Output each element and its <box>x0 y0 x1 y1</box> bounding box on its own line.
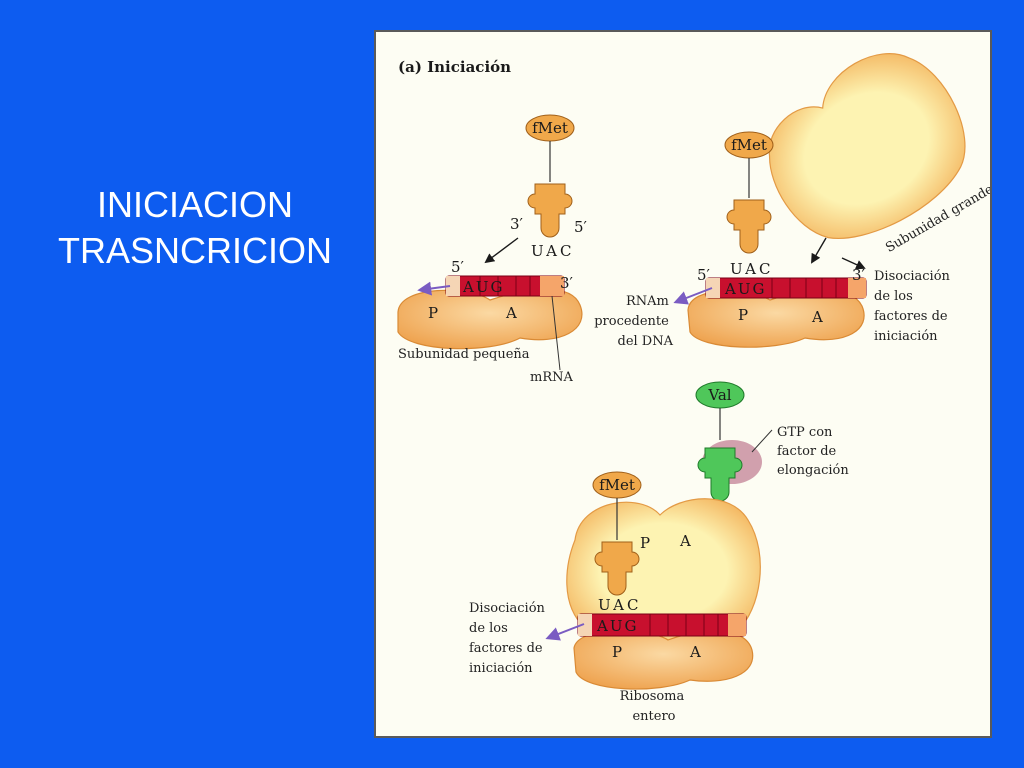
step2-mrna-ticks <box>771 278 837 298</box>
step3-site-a: A <box>689 643 701 661</box>
step2-rnam-label: RNAm procedente del DNA <box>594 294 673 349</box>
slide-title-line-2: TRASNCRICION <box>57 230 332 271</box>
step1-site-p: P <box>428 304 438 322</box>
step1-binding-arrow <box>484 237 519 264</box>
step1-mrna-ticks <box>479 276 531 296</box>
slide-title: INICIACION TRASNCRICION <box>10 182 380 274</box>
step2-large-subunit-joining: Subunidad grande fMet UAC AUG 5′ 3′ P A … <box>594 53 990 349</box>
step2-mrna-direction-arrow <box>673 287 713 305</box>
step2-fmet-label: fMet <box>731 136 767 154</box>
step1-mrna-pointer <box>551 295 561 371</box>
step1-small-subunit-label: Subunidad pequeña <box>398 347 530 362</box>
step1-trna-body <box>527 183 573 238</box>
step2-site-a: A <box>811 308 823 326</box>
step3-mrna-direction-arrow <box>545 623 585 641</box>
step3-small-subunit <box>573 630 754 690</box>
step3-codon: AUG <box>596 617 638 635</box>
step3-site-p-top: P <box>640 534 650 552</box>
step3-trna-body <box>594 541 640 596</box>
step3-gtp-pointer <box>751 429 773 453</box>
step3-whole-ribosome: Val GTP con factor de elongación AUG fMe… <box>469 381 849 724</box>
step1-mrna-3end <box>540 276 564 296</box>
figure-panel: (a) Iniciación fMet 3′ 5′ UAC AUG 5′ 3′ … <box>374 30 992 738</box>
step2-anticodon: UAC <box>730 260 774 278</box>
step1-fmet-label: fMet <box>532 119 568 137</box>
step3-mrna-ticks <box>649 614 719 636</box>
step1-mrna-3prime: 3′ <box>560 274 574 292</box>
panel-title: (a) Iniciación <box>398 58 511 76</box>
step1-codon: AUG <box>462 278 504 296</box>
step1-mrna-5end <box>446 276 460 296</box>
step2-mrna-5prime: 5′ <box>697 266 711 284</box>
step2-small-subunit <box>687 289 865 348</box>
step3-val-trna-body <box>697 447 743 502</box>
step3-site-p: P <box>612 643 622 661</box>
step1-mrna-5prime: 5′ <box>451 258 465 276</box>
slide-title-line-1: INICIACION <box>96 184 293 225</box>
step1-trna-3prime: 3′ <box>510 215 524 233</box>
step2-trna-body <box>726 199 772 254</box>
step2-codon: AUG <box>724 280 766 298</box>
step1-site-a: A <box>505 304 517 322</box>
step3-dissociation-label: Disociación de los factores de iniciació… <box>469 601 549 676</box>
step3-anticodon: UAC <box>598 596 642 614</box>
step2-dissociation-label: Disociación de los factores de iniciació… <box>874 269 954 344</box>
step2-join-arrow <box>811 237 827 264</box>
step2-mrna-3prime: 3′ <box>852 266 866 284</box>
step3-site-a-top: A <box>679 532 691 550</box>
translation-initiation-diagram: (a) Iniciación fMet 3′ 5′ UAC AUG 5′ 3′ … <box>397 53 990 724</box>
step2-mrna-3end <box>848 278 866 298</box>
step2-mrna-5end <box>706 278 720 298</box>
step2-dissociation-arrow <box>841 257 866 270</box>
step1-mrna-label: mRNA <box>530 370 573 385</box>
step1-anticodon: UAC <box>531 242 575 260</box>
step3-mrna-5end <box>578 614 592 636</box>
step3-mrna-3end <box>728 614 746 636</box>
step3-ribosome-label: Ribosoma entero <box>620 689 689 724</box>
step1-trna-5prime: 5′ <box>574 218 588 236</box>
step3-gtp-label: GTP con factor de elongación <box>777 425 849 478</box>
step1-small-subunit-assembly: fMet 3′ 5′ UAC AUG 5′ 3′ P A Subunidad p… <box>397 114 588 385</box>
step3-val-label: Val <box>707 386 731 404</box>
step1-mrna-direction-arrow <box>417 281 451 296</box>
step2-large-subunit: Subunidad grande <box>768 53 990 256</box>
step2-site-p: P <box>738 306 748 324</box>
step3-fmet-label: fMet <box>599 476 635 494</box>
